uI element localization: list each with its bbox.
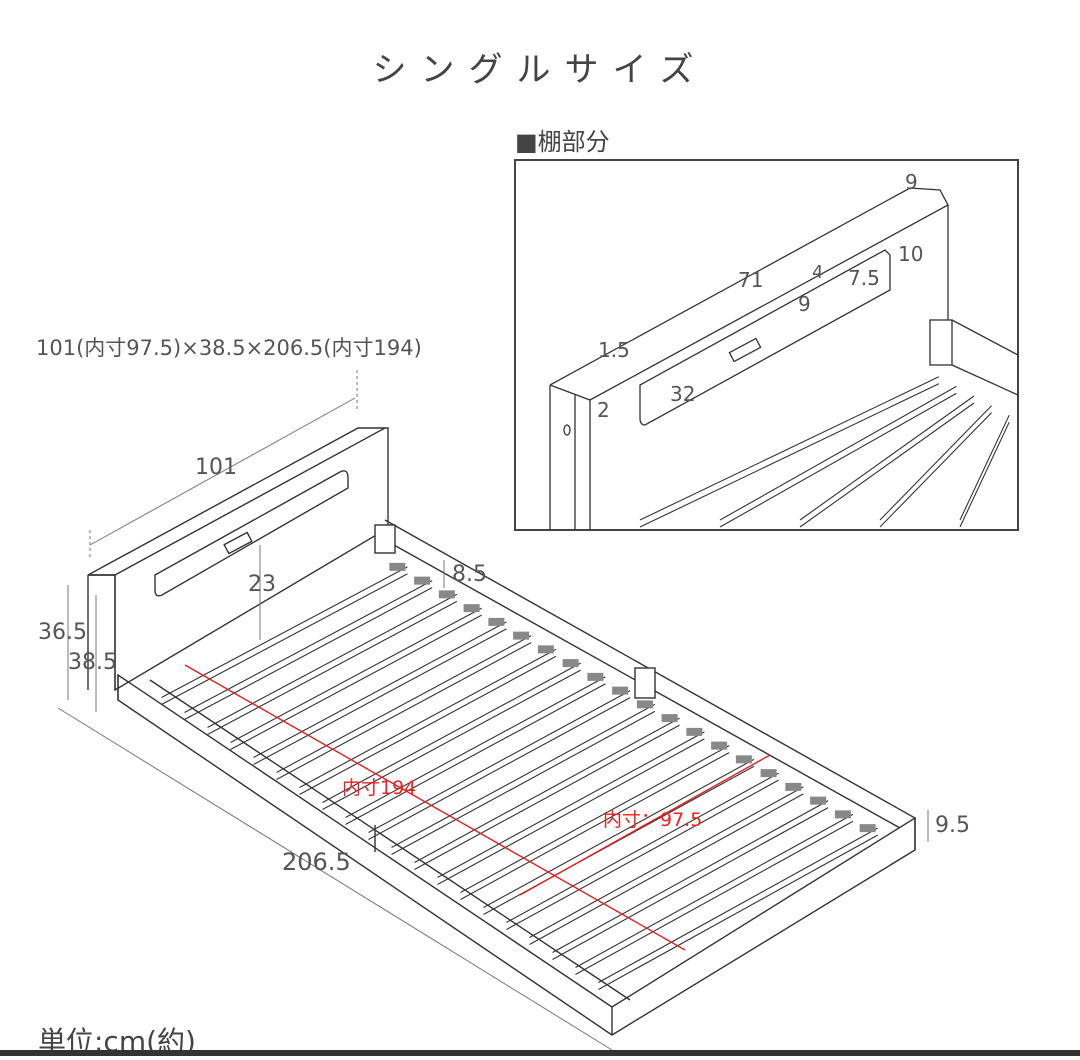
slat [437, 731, 705, 878]
dimension-lines [57, 370, 929, 1051]
slat-pad [711, 741, 728, 750]
height-b-label: 38.5 [68, 650, 117, 675]
slat [460, 745, 730, 893]
slat [639, 376, 940, 521]
slat [719, 385, 957, 521]
inset-dim-label: 9 [798, 292, 811, 316]
slat [276, 635, 532, 773]
slat [959, 414, 1010, 521]
slat-pad [661, 714, 678, 723]
slat [552, 800, 829, 953]
slat [368, 690, 631, 833]
slat [230, 607, 482, 743]
slat [207, 593, 458, 728]
slat [253, 628, 507, 765]
slat [460, 752, 730, 900]
bottom-divider [0, 1050, 1080, 1056]
inset-headboard-drawing [549, 187, 1019, 530]
slat [391, 710, 656, 855]
slat [345, 683, 606, 825]
inset-dim-label: 9 [905, 170, 918, 194]
slat [529, 793, 804, 945]
slat [161, 573, 408, 705]
slat [299, 648, 557, 788]
slat-pad [810, 796, 827, 805]
slat [391, 703, 656, 848]
inset-frame [514, 159, 1019, 531]
slat [799, 402, 975, 528]
slat-pad [735, 755, 752, 764]
slat [598, 834, 878, 990]
slat [414, 724, 680, 870]
slat-pad [513, 631, 530, 640]
inset-dim-label: 10 [898, 242, 924, 266]
inner-length-label: 内寸194 [342, 777, 417, 799]
inset-dim-label: 7.5 [848, 266, 880, 290]
inset-dim-label: 2 [597, 398, 610, 422]
length-label: 206.5 [282, 848, 351, 876]
inset-dim-label: 32 [670, 382, 696, 406]
page-title: シングルサイズ [372, 50, 708, 90]
shelf-height-label: 23 [248, 572, 276, 597]
slat [552, 807, 829, 960]
slat [879, 412, 992, 528]
width-label: 101 [195, 455, 237, 480]
slat [345, 676, 606, 818]
slat [207, 600, 458, 735]
inset-dim-label: 1.5 [598, 338, 630, 362]
foot-height-label: 9.5 [935, 813, 970, 838]
slat [598, 827, 878, 983]
slat [368, 697, 631, 840]
slat [575, 813, 854, 968]
slat [299, 655, 557, 795]
slat-pad [537, 645, 554, 654]
slat-pad [587, 672, 604, 681]
slat [483, 758, 755, 908]
slat-pad [562, 659, 579, 668]
slat-pad [859, 824, 876, 833]
slat [506, 772, 779, 923]
slat-pad [488, 617, 505, 626]
inner-dimension-arrows [184, 664, 771, 951]
slat [959, 421, 1010, 528]
slat [322, 662, 581, 803]
overall-dimensions: 101(内寸97.5)×38.5×206.5(内寸194) [36, 336, 422, 360]
slat-pad [438, 590, 455, 599]
rail-gap-label: 8.5 [452, 562, 487, 587]
slat-pad [834, 810, 851, 819]
slat [719, 392, 957, 528]
slat [639, 383, 940, 528]
bed-slats [161, 562, 878, 990]
slat-pad [760, 769, 777, 778]
height-a-label: 36.5 [38, 620, 87, 645]
inset-slats [639, 376, 1010, 528]
slat [184, 587, 433, 720]
inset-dim-label: 71 [738, 268, 764, 292]
slat [437, 738, 705, 885]
slat [506, 779, 779, 930]
outlet-icon [223, 531, 253, 555]
inset-dim-label: 4 [812, 262, 824, 283]
inner-width-label: 内寸：97.5 [603, 809, 703, 831]
bed-frame [87, 427, 916, 1036]
slat-pad [686, 727, 703, 736]
slat-pad [612, 686, 629, 695]
slat [230, 614, 482, 750]
slat [184, 580, 433, 713]
inset-heading: ■棚部分 [515, 128, 610, 156]
slat [322, 669, 581, 810]
slat [799, 395, 975, 521]
slat [879, 405, 992, 521]
slat-pad [636, 700, 653, 709]
slat [253, 621, 507, 758]
slat [276, 642, 532, 780]
slat-pad [414, 576, 431, 585]
slat-pad [389, 562, 406, 571]
slat [529, 786, 804, 938]
slat-pad [463, 604, 480, 613]
slat [414, 717, 680, 863]
slat [575, 820, 854, 975]
slat-pad [785, 782, 802, 791]
